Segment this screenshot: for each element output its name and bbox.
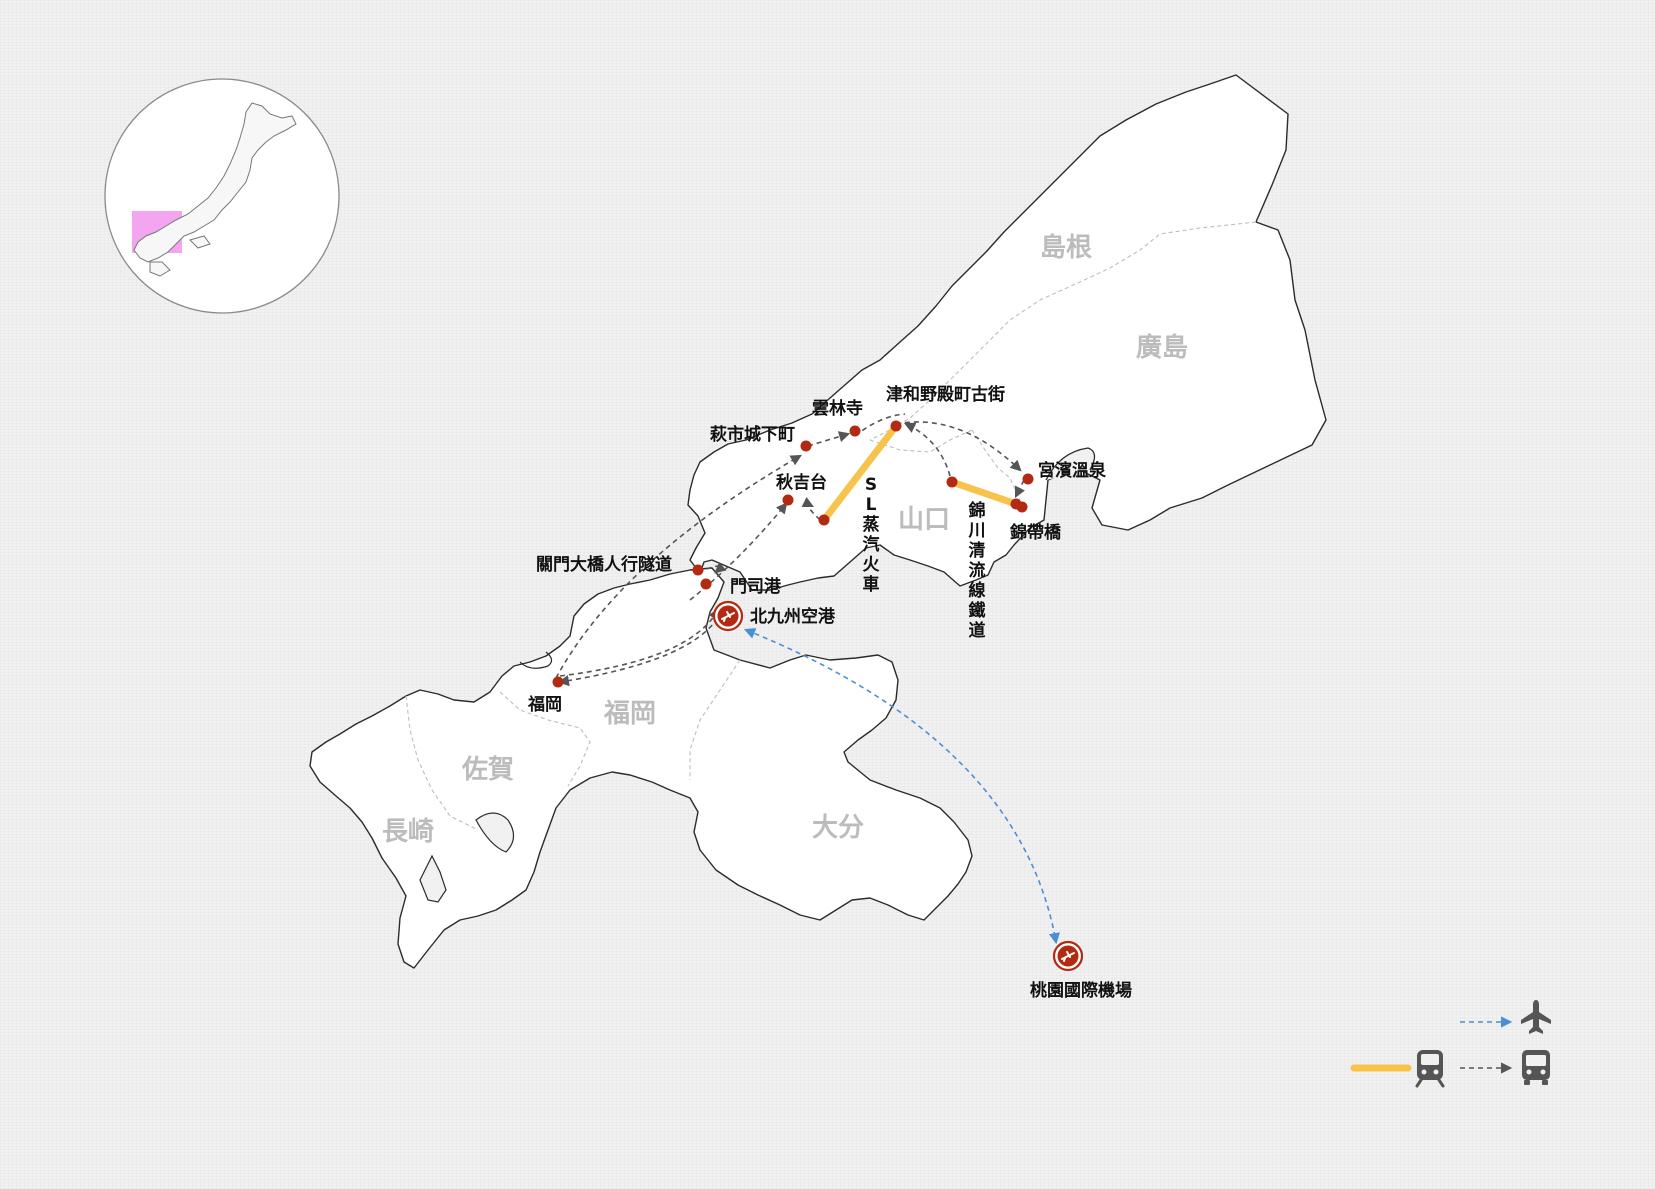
kyushu-landmass (309, 567, 973, 969)
point-miyahama (1022, 473, 1034, 485)
label-kintaikyo: 錦帶橋 (1010, 522, 1062, 543)
point-kanmon (692, 564, 704, 576)
point-mojiko (700, 578, 712, 590)
label-hagi: 萩市城下町 (710, 424, 795, 445)
label-rail-nishikigawa: 錦川清流線鐵道 (968, 500, 986, 641)
label-unrinji: 雲林寺 (812, 398, 863, 419)
label-miyahama: 宮濱溫泉 (1038, 460, 1107, 481)
taoyuan-airport-icon (1052, 940, 1084, 972)
pref-label-oita: 大分 (812, 813, 864, 843)
point-kintaikyo-b (1016, 501, 1028, 513)
label-kitakyushu: 北九州空港 (750, 606, 836, 627)
pref-label-yamaguchi: 山口 (898, 505, 950, 535)
inset-globe (104, 78, 340, 314)
point-nishikigawa-start (946, 476, 958, 488)
rail-nishikigawa (948, 478, 1020, 508)
border-shimane-hiroshima (869, 221, 1257, 441)
point-unrinji (849, 425, 861, 437)
pref-label-hiroshima: 廣島 (1136, 333, 1188, 363)
border-saga-nagasaki (405, 695, 479, 831)
point-tsuwano (890, 420, 902, 432)
pref-label-shimane: 島根 (1040, 233, 1092, 263)
inset-japan-outline (133, 102, 297, 277)
label-taoyuan: 桃園國際機場 (1030, 980, 1132, 1001)
border-yamaguchi-shimane (869, 429, 973, 453)
bus-icon (1522, 1050, 1550, 1085)
label-fukuoka-city: 福岡 (527, 694, 562, 715)
flight-route (743, 628, 1060, 945)
point-sl-start (818, 514, 830, 526)
point-fukuoka-city (552, 676, 564, 688)
kitakyushu-airport-icon (712, 600, 744, 632)
point-akiyoshidai (782, 494, 794, 506)
border-fukuoka-oita (689, 659, 741, 780)
label-tsuwano: 津和野殿町古街 (886, 384, 1005, 405)
honshu-chugoku-landmass (687, 74, 1327, 591)
label-mojiko: 門司港 (730, 576, 782, 597)
label-kanmon: 關門大橋人行隧道 (536, 554, 672, 575)
legend (1350, 1000, 1551, 1088)
point-hagi (800, 440, 812, 452)
label-akiyoshidai: 秋吉台 (776, 472, 827, 493)
pref-label-saga: 佐賀 (461, 755, 514, 785)
rail-sl-steam (820, 422, 900, 524)
airplane-icon (1521, 1000, 1551, 1034)
train-icon (1415, 1050, 1445, 1088)
border-yamaguchi-hiroshima (971, 429, 1021, 501)
pref-label-fukuoka: 福岡 (603, 699, 656, 729)
rail-label-text: 錦川清流線鐵道 (968, 500, 986, 641)
pref-label-nagasaki: 長崎 (382, 817, 434, 847)
